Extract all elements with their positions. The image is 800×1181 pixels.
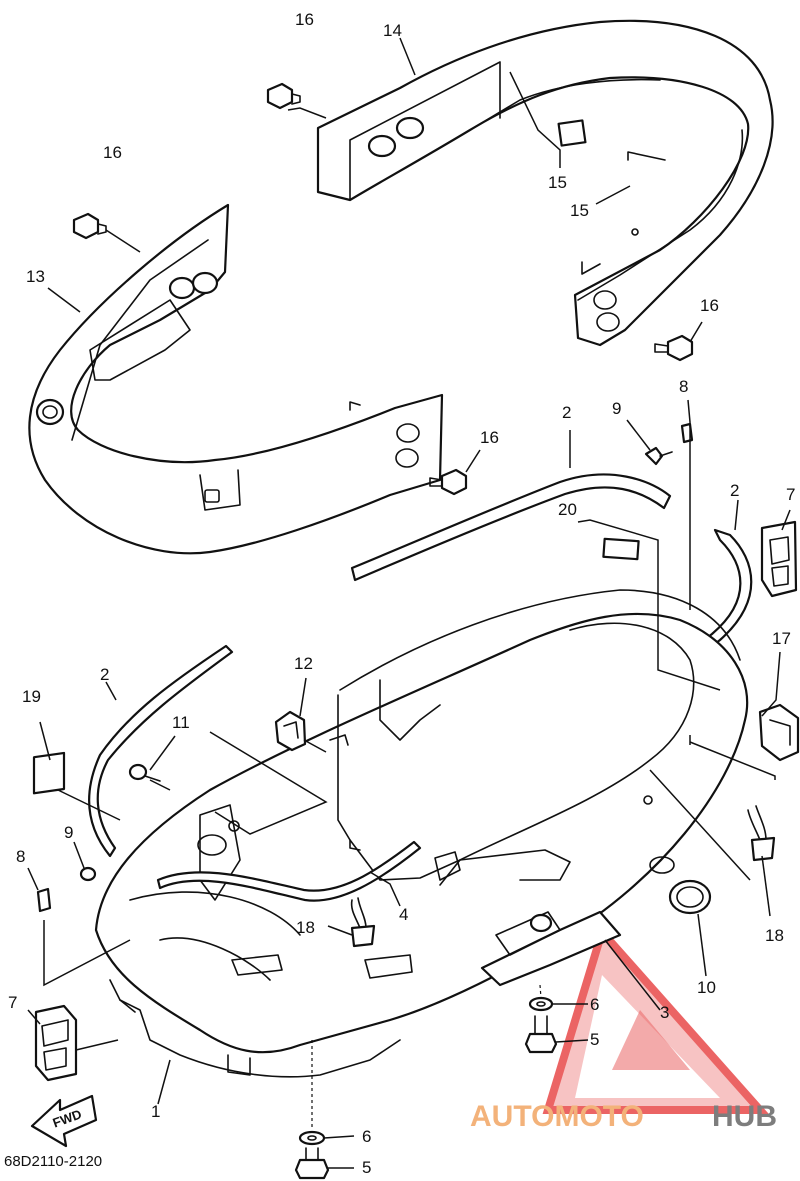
callout-2a: 2: [562, 403, 571, 422]
washer-part-6a: [528, 996, 554, 1012]
fwd-arrow-icon: FWD: [30, 1094, 98, 1148]
callout-18a: 18: [296, 918, 315, 937]
callout-16b: 16: [103, 143, 122, 162]
callout-9b: 9: [64, 823, 73, 842]
watermark-text-part2: HUB: [712, 1100, 777, 1133]
clip-part-17: [758, 703, 800, 762]
callout-19: 19: [22, 687, 41, 706]
clip-part-7b: [34, 1004, 78, 1082]
callout-2b: 2: [730, 481, 739, 500]
callout-18b: 18: [765, 926, 784, 945]
lower-handle-part-13: [28, 203, 444, 555]
seal-part-2a: [350, 473, 672, 582]
callout-17: 17: [772, 629, 791, 648]
wire-clip-part-18a: [350, 897, 376, 948]
upper-handle-part-14: [316, 19, 774, 347]
callout-6a: 6: [590, 995, 599, 1014]
bolt-part-5b: [294, 1147, 330, 1180]
watermark-logo: [542, 923, 769, 1114]
washer-part-6b: [298, 1130, 326, 1146]
callout-8a: 8: [679, 377, 688, 396]
bracket-part-3: [480, 910, 622, 987]
seal-part-2c: [87, 644, 234, 858]
clip-part-7a: [760, 520, 798, 598]
callout-15b: 15: [570, 201, 589, 220]
bottom-cowling-part-1: [94, 589, 749, 1078]
callout-13: 13: [26, 267, 45, 286]
callout-numbers: 16 14 16 13 15 15 16 16 8 9 2 2 7 20 17 …: [8, 10, 795, 1177]
wire-clip-part-18b: [747, 805, 776, 862]
callout-3: 3: [660, 1003, 669, 1022]
callout-16c: 16: [700, 296, 719, 315]
screw-part-9a: [644, 446, 673, 466]
callout-9a: 9: [612, 399, 621, 418]
callout-5b: 5: [362, 1158, 371, 1177]
callout-6b: 6: [362, 1127, 371, 1146]
bolt-part-16b: [72, 212, 107, 240]
callout-20: 20: [558, 500, 577, 519]
leader-lines: [27, 37, 791, 1169]
screw-part-9b: [79, 866, 97, 882]
callout-16a: 16: [295, 10, 314, 29]
callout-12: 12: [294, 654, 313, 673]
callout-5a: 5: [590, 1030, 599, 1049]
callout-7b: 7: [8, 993, 17, 1012]
callout-16d: 16: [480, 428, 499, 447]
nut-part-8b: [36, 887, 52, 913]
decal-part-20: [602, 537, 640, 561]
callout-2c: 2: [100, 665, 109, 684]
callout-15a: 15: [548, 173, 567, 192]
callout-4: 4: [399, 905, 408, 924]
watermark-text: AUTOMOTO HUB: [470, 1100, 777, 1133]
diagram-code: 68D2110-2120: [4, 1153, 102, 1170]
bolt-part-16d: [429, 468, 468, 496]
callout-14: 14: [383, 21, 402, 40]
callout-1: 1: [151, 1102, 160, 1121]
callout-11: 11: [172, 713, 190, 732]
callout-10: 10: [697, 978, 716, 997]
grommet-part-10: [668, 879, 712, 915]
bolt-part-16c: [654, 334, 694, 362]
clip-part-12: [274, 710, 307, 752]
watermark-text-part1: AUTOMOTO: [470, 1100, 644, 1133]
label-part-15a: [557, 119, 587, 147]
callout-8b: 8: [16, 847, 25, 866]
bolt-part-5a: [524, 1015, 558, 1054]
callout-7a: 7: [786, 485, 795, 504]
screw-part-11: [128, 763, 161, 782]
bolt-part-16a: [266, 82, 301, 110]
seal-part-4: [156, 840, 422, 902]
